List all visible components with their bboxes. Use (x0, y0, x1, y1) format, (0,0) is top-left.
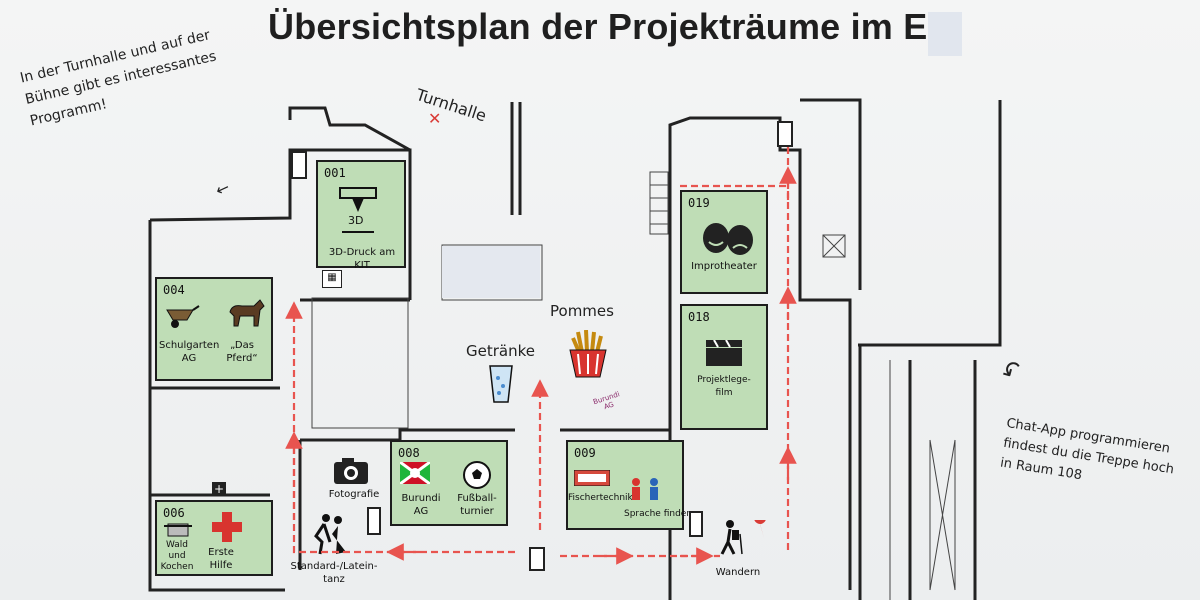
wandern-label: Wandern (715, 567, 761, 578)
room-number: 004 (163, 283, 185, 297)
room-label: 3D-Druck am KIT (328, 247, 396, 271)
3d-badge: 3D (348, 214, 363, 227)
room-label-cooking: Wald und Kochen (160, 540, 194, 572)
room-009: 009 Fischertechnik Sprache finden (566, 440, 693, 530)
drink-glass-icon (489, 365, 513, 403)
pommes-label: Pommes (550, 302, 614, 320)
dancing-couple-icon (314, 514, 346, 555)
room-label-football: Fußball- turnier (457, 493, 497, 517)
room-number: 019 (688, 196, 710, 210)
room-label-burundi: Burundi AG (401, 493, 441, 517)
poster-title: Übersichtsplan der Projekträume im EG (268, 6, 956, 47)
camera-icon (334, 458, 368, 484)
room-number: 006 (163, 506, 185, 520)
football-icon (463, 461, 491, 489)
room-label: Improtheater (691, 261, 757, 272)
burundi-flag-icon (400, 462, 430, 484)
standard-latein-label: Standard-/Latein- tanz (290, 561, 378, 585)
room-001: 001 3D-Druck am KIT (316, 160, 406, 271)
room-label-language: Sprache finden (624, 509, 693, 519)
room-label-fischertechnik: Fischertechnik (568, 493, 633, 503)
3d-printer-icon: 3D (339, 187, 377, 233)
hiker-icon (720, 520, 766, 555)
covered-note-patch (442, 246, 540, 298)
room-number: 001 (324, 166, 346, 180)
getraenke-label: Getränke (466, 342, 535, 360)
room-number: 008 (398, 446, 420, 460)
horse-icon (229, 299, 265, 327)
fotografie-label: Fotografie (328, 489, 380, 500)
clapperboard-icon (706, 340, 742, 366)
cooking-pot-icon (164, 523, 192, 537)
title-sticker (928, 12, 962, 56)
room-label-garden: Schulgarten AG (159, 340, 220, 364)
room-006: 006 Wald und Kochen Erste Hilfe (155, 500, 273, 576)
first-aid-cross-icon (212, 512, 242, 542)
room-label-horse: „Das Pferd“ (226, 340, 258, 364)
room-label: Projektlege- film (697, 375, 751, 398)
room-018: 018 Projektlege- film (680, 304, 768, 430)
two-people-talking-icon (632, 478, 658, 500)
medical-cross-icon: + (212, 482, 226, 496)
room-number: 009 (574, 446, 596, 460)
room-label-first-aid: Erste Hilfe (208, 547, 234, 571)
wheelbarrow-icon (166, 305, 200, 328)
french-fries-icon (569, 330, 607, 378)
room-004: 004 Schulgarten AG „Das Pferd“ (155, 277, 273, 381)
room-number: 018 (688, 310, 710, 324)
turnhalle-cross-icon: ✕ (428, 109, 442, 128)
fischertechnik-logo-icon (574, 470, 610, 486)
qr-code-icon: ▦ (322, 270, 342, 288)
theater-masks-icon (703, 223, 753, 255)
